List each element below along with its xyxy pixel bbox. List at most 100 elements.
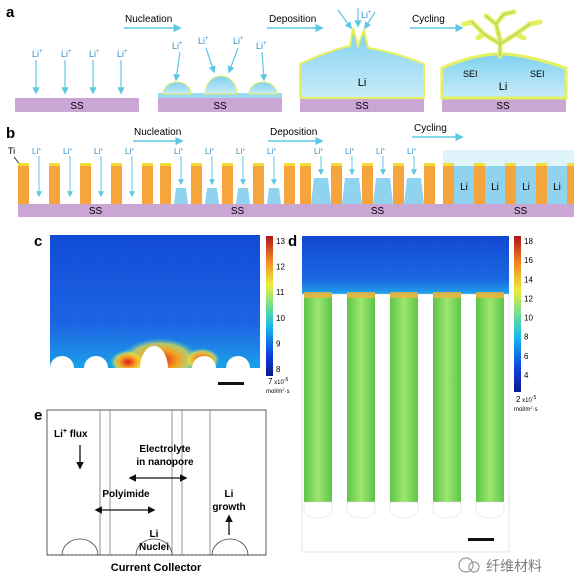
wechat-icon xyxy=(458,557,474,573)
li-nucleus xyxy=(204,75,238,95)
substrate-label: SS xyxy=(496,101,510,112)
nanopore-channel xyxy=(476,294,504,502)
polyimide-pillar xyxy=(253,166,264,204)
e-nuclei-label-2: Nuclei xyxy=(139,542,169,553)
d-unit-line1: 2 x10-5 xyxy=(516,395,536,404)
e-nuclei-label-1: Li xyxy=(150,529,159,540)
li-ion-label: Li+ xyxy=(256,41,267,51)
channel-nucleus xyxy=(475,501,505,519)
watermark: 纤维材料 xyxy=(458,557,542,574)
li-deposit xyxy=(404,178,424,204)
channel-nucleus xyxy=(303,501,333,519)
channel-entrance xyxy=(390,292,418,298)
d-flux-lines xyxy=(303,237,506,292)
li-filled xyxy=(485,166,505,204)
panel-b-step-arrows: Nucleation Deposition Cycling xyxy=(133,123,464,146)
e-growth-label-2: growth xyxy=(212,502,245,513)
ti-coating xyxy=(536,163,547,166)
polyimide-pillar xyxy=(331,166,342,204)
a2-nucleation: SS Li+ Li+ Li+ Li+ xyxy=(158,36,282,112)
li-ion-label: Li+ xyxy=(32,147,41,156)
polyimide-pillar xyxy=(567,166,574,204)
li-ion-label: Li+ xyxy=(174,147,183,156)
d-colorbar xyxy=(514,236,521,392)
substrate-label: SS xyxy=(371,206,385,217)
c-unit-line2: mol/m2·s xyxy=(266,387,290,395)
li-ion-label: Li+ xyxy=(63,147,72,156)
li-ion-arrow xyxy=(259,51,268,82)
colorbar-tick-label: 10 xyxy=(276,314,285,323)
colorbar-tick-label: 11 xyxy=(276,288,285,297)
e-electrolyte-label-2: in nanopore xyxy=(136,457,194,468)
li-ion-arrow xyxy=(205,47,216,74)
electrolyte-overfill xyxy=(443,150,574,166)
polyimide-pillar xyxy=(191,166,202,204)
li-ion-label: Li+ xyxy=(94,147,103,156)
polyimide-pillar xyxy=(424,166,435,204)
colorbar-tick-label: 13 xyxy=(276,237,285,246)
ti-coating xyxy=(142,163,153,166)
d-scale-bar xyxy=(468,538,494,541)
li-ion-label: Li+ xyxy=(236,147,245,156)
li-ion-label: Li+ xyxy=(198,36,209,46)
step-label-deposition: Deposition xyxy=(269,14,316,25)
li-metal-label: Li xyxy=(499,81,508,93)
nanopore-channel xyxy=(304,294,332,502)
li-nucleus xyxy=(248,81,278,95)
c-unit-line1: 7 x10-5 xyxy=(268,377,288,386)
ti-coating xyxy=(222,163,233,166)
li-ion-label: Li+ xyxy=(61,49,72,59)
colorbar-tick-label: 12 xyxy=(276,263,285,272)
li-metal-label: Li xyxy=(553,182,561,193)
substrate-bar xyxy=(15,98,139,112)
substrate-bar xyxy=(443,204,574,217)
c-colorbar xyxy=(266,236,273,376)
substrate-bar xyxy=(442,98,566,112)
polyimide-pillar xyxy=(160,166,171,204)
li-ion-label: Li+ xyxy=(345,147,354,156)
watermark-text: 纤维材料 xyxy=(486,558,542,574)
ti-coating xyxy=(424,163,435,166)
step-label-nucleation: Nucleation xyxy=(125,14,172,25)
sei-label: SEI xyxy=(463,69,478,79)
c-nuclei-surface xyxy=(50,346,260,395)
colorbar-tick-label: 4 xyxy=(524,371,529,380)
channel-entrance xyxy=(433,292,461,298)
li-ion-label: Li+ xyxy=(407,147,416,156)
polyimide-pillar xyxy=(393,166,404,204)
li-ion-arrow xyxy=(337,9,352,30)
panel-d-letter: d xyxy=(288,233,297,250)
colorbar-tick-label: 18 xyxy=(524,237,533,246)
panel-a-letter: a xyxy=(6,4,15,21)
panel-e: e Li+ flux Electrolyte in nanopore Polyi… xyxy=(34,407,267,574)
ti-coating xyxy=(331,163,342,166)
li-ion-arrow xyxy=(173,51,181,82)
li-ion-label: Li+ xyxy=(32,49,43,59)
li-metal-label: Li xyxy=(522,182,530,193)
polyimide-pillar xyxy=(111,166,122,204)
li-ion-label: Li+ xyxy=(205,147,214,156)
ti-coating xyxy=(49,163,60,166)
colorbar-tick-label: 10 xyxy=(524,314,533,323)
li-nucleus xyxy=(236,188,250,204)
li-ion-label: Li+ xyxy=(117,49,128,59)
panel-c-letter: c xyxy=(34,233,42,250)
a1-bare-substrate: SS Li+ Li+ Li+ Li+ xyxy=(15,49,139,112)
li-deposit xyxy=(440,52,568,100)
polyimide-pillar xyxy=(18,166,29,204)
ti-coating xyxy=(160,163,171,166)
substrate-label: SS xyxy=(514,206,528,217)
d-unit-line2: mol/m2·s xyxy=(514,405,538,413)
ti-coating xyxy=(567,163,574,166)
panel-b: b Nucleation Deposition Cycling Ti SSLi+… xyxy=(6,123,574,217)
ti-coating xyxy=(393,163,404,166)
step-label-nucleation: Nucleation xyxy=(134,127,181,138)
ti-coating xyxy=(191,163,202,166)
li-ion-label: Li+ xyxy=(361,10,372,20)
step-label-deposition: Deposition xyxy=(270,127,317,138)
panel-a: a Nucleation Deposition Cycling SS Li+ L… xyxy=(6,4,568,112)
e-pore-walls xyxy=(99,410,211,555)
